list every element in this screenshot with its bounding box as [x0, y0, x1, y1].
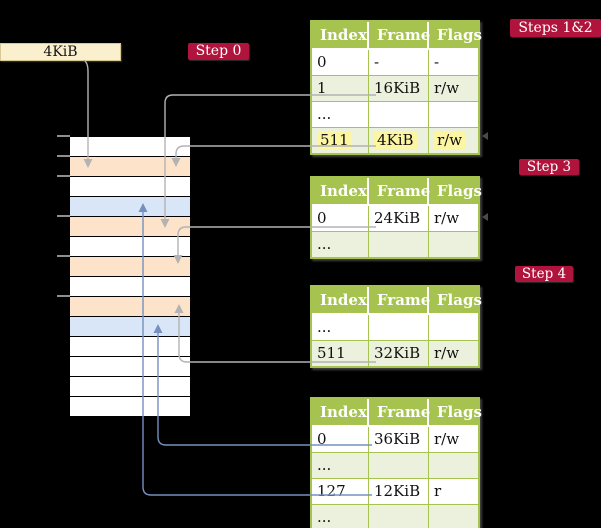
memory-frame-row: [70, 197, 190, 217]
frame-cell: 36KiB: [369, 427, 429, 452]
memory-frame-row: [70, 277, 190, 297]
flags-cell: [429, 453, 478, 478]
frame-cell: 16KiB: [369, 76, 429, 101]
table-row: ...: [312, 453, 478, 479]
table-row: ...: [312, 315, 478, 341]
memory-frame-row: [70, 397, 190, 417]
memory-tick: [57, 295, 70, 297]
memory-tick: [57, 155, 70, 157]
flags-cell: r/w: [434, 430, 460, 448]
index-cell: ...: [312, 315, 369, 340]
memory-frame-row: [70, 297, 190, 317]
table-row: ...: [312, 232, 478, 257]
index-cell: 0: [312, 427, 369, 452]
frame-cell: [369, 315, 429, 340]
flags-cell: r/w: [429, 128, 478, 153]
memory-frame-row: [70, 137, 190, 157]
memory-frame-row: [70, 257, 190, 277]
table-row: ...: [312, 505, 478, 528]
index-cell: 0: [312, 50, 369, 75]
column-header-index: Index: [312, 399, 369, 425]
memory-frame-row: [70, 157, 190, 177]
memory-column: [70, 136, 190, 417]
frame-cell: 12KiB: [369, 479, 429, 504]
frame-cell: 4KiB: [369, 128, 429, 153]
table-row: ...: [312, 102, 478, 128]
flags-cell: [429, 102, 478, 127]
badge-step-3: Step 3: [519, 159, 579, 175]
flags-cell: [429, 232, 478, 257]
flags-cell: r/w: [434, 79, 460, 97]
column-header-frame: Frame: [369, 287, 430, 313]
memory-tick: [57, 175, 70, 177]
badge-steps-1-2: Steps 1&2: [510, 19, 601, 37]
memory-frame-row: [70, 177, 190, 197]
flags-cell: r/w: [434, 209, 460, 227]
frame-cell: [369, 505, 429, 528]
index-cell: ...: [312, 453, 369, 478]
flags-cell: r: [434, 482, 442, 500]
memory-tick: [57, 255, 70, 257]
memory-frame-row: [70, 317, 190, 337]
entry-pointer-mark: [482, 132, 488, 140]
column-header-flags: Flags: [436, 26, 482, 44]
index-cell: 511: [312, 128, 369, 153]
memory-frame-row: [70, 337, 190, 357]
table-row: 0--: [312, 50, 478, 76]
frame-cell: [369, 453, 429, 478]
page-size-label: 4KiB: [0, 43, 121, 61]
column-header-index: Index: [312, 287, 369, 313]
frame-cell: -: [369, 50, 429, 75]
index-cell: 1: [312, 76, 369, 101]
column-header-frame: Frame: [369, 399, 430, 425]
column-header-flags: Flags: [436, 182, 482, 200]
memory-frame-row: [70, 377, 190, 397]
flags-cell: -: [434, 53, 440, 71]
memory-frame-row: [70, 237, 190, 257]
flags-cell: [429, 315, 478, 340]
index-cell: 511: [312, 341, 369, 366]
index-cell: ...: [312, 505, 369, 528]
index-cell: ...: [312, 232, 369, 257]
frame-cell: 32KiB: [369, 341, 429, 366]
frame-cell: [369, 232, 429, 257]
column-header-frame: Frame: [369, 22, 430, 48]
index-cell: ...: [312, 102, 369, 127]
frame-cell: 24KiB: [369, 206, 429, 231]
column-header-flags: Flags: [436, 291, 482, 309]
memory-tick: [57, 135, 70, 137]
flags-cell: [429, 505, 478, 528]
memory-tick: [57, 215, 70, 217]
badge-step-4: Step 4: [515, 266, 573, 282]
column-header-frame: Frame: [369, 178, 430, 204]
column-header-index: Index: [312, 22, 369, 48]
index-cell: 0: [312, 206, 369, 231]
frame-cell: [369, 102, 429, 127]
badge-step-0: Step 0: [188, 43, 249, 60]
index-cell: 127: [312, 479, 369, 504]
flags-cell: r/w: [434, 344, 460, 362]
memory-frame-row: [70, 357, 190, 377]
column-header-flags: Flags: [436, 403, 482, 421]
entry-pointer-mark: [482, 213, 488, 221]
memory-frame-row: [70, 217, 190, 237]
column-header-index: Index: [312, 178, 369, 204]
